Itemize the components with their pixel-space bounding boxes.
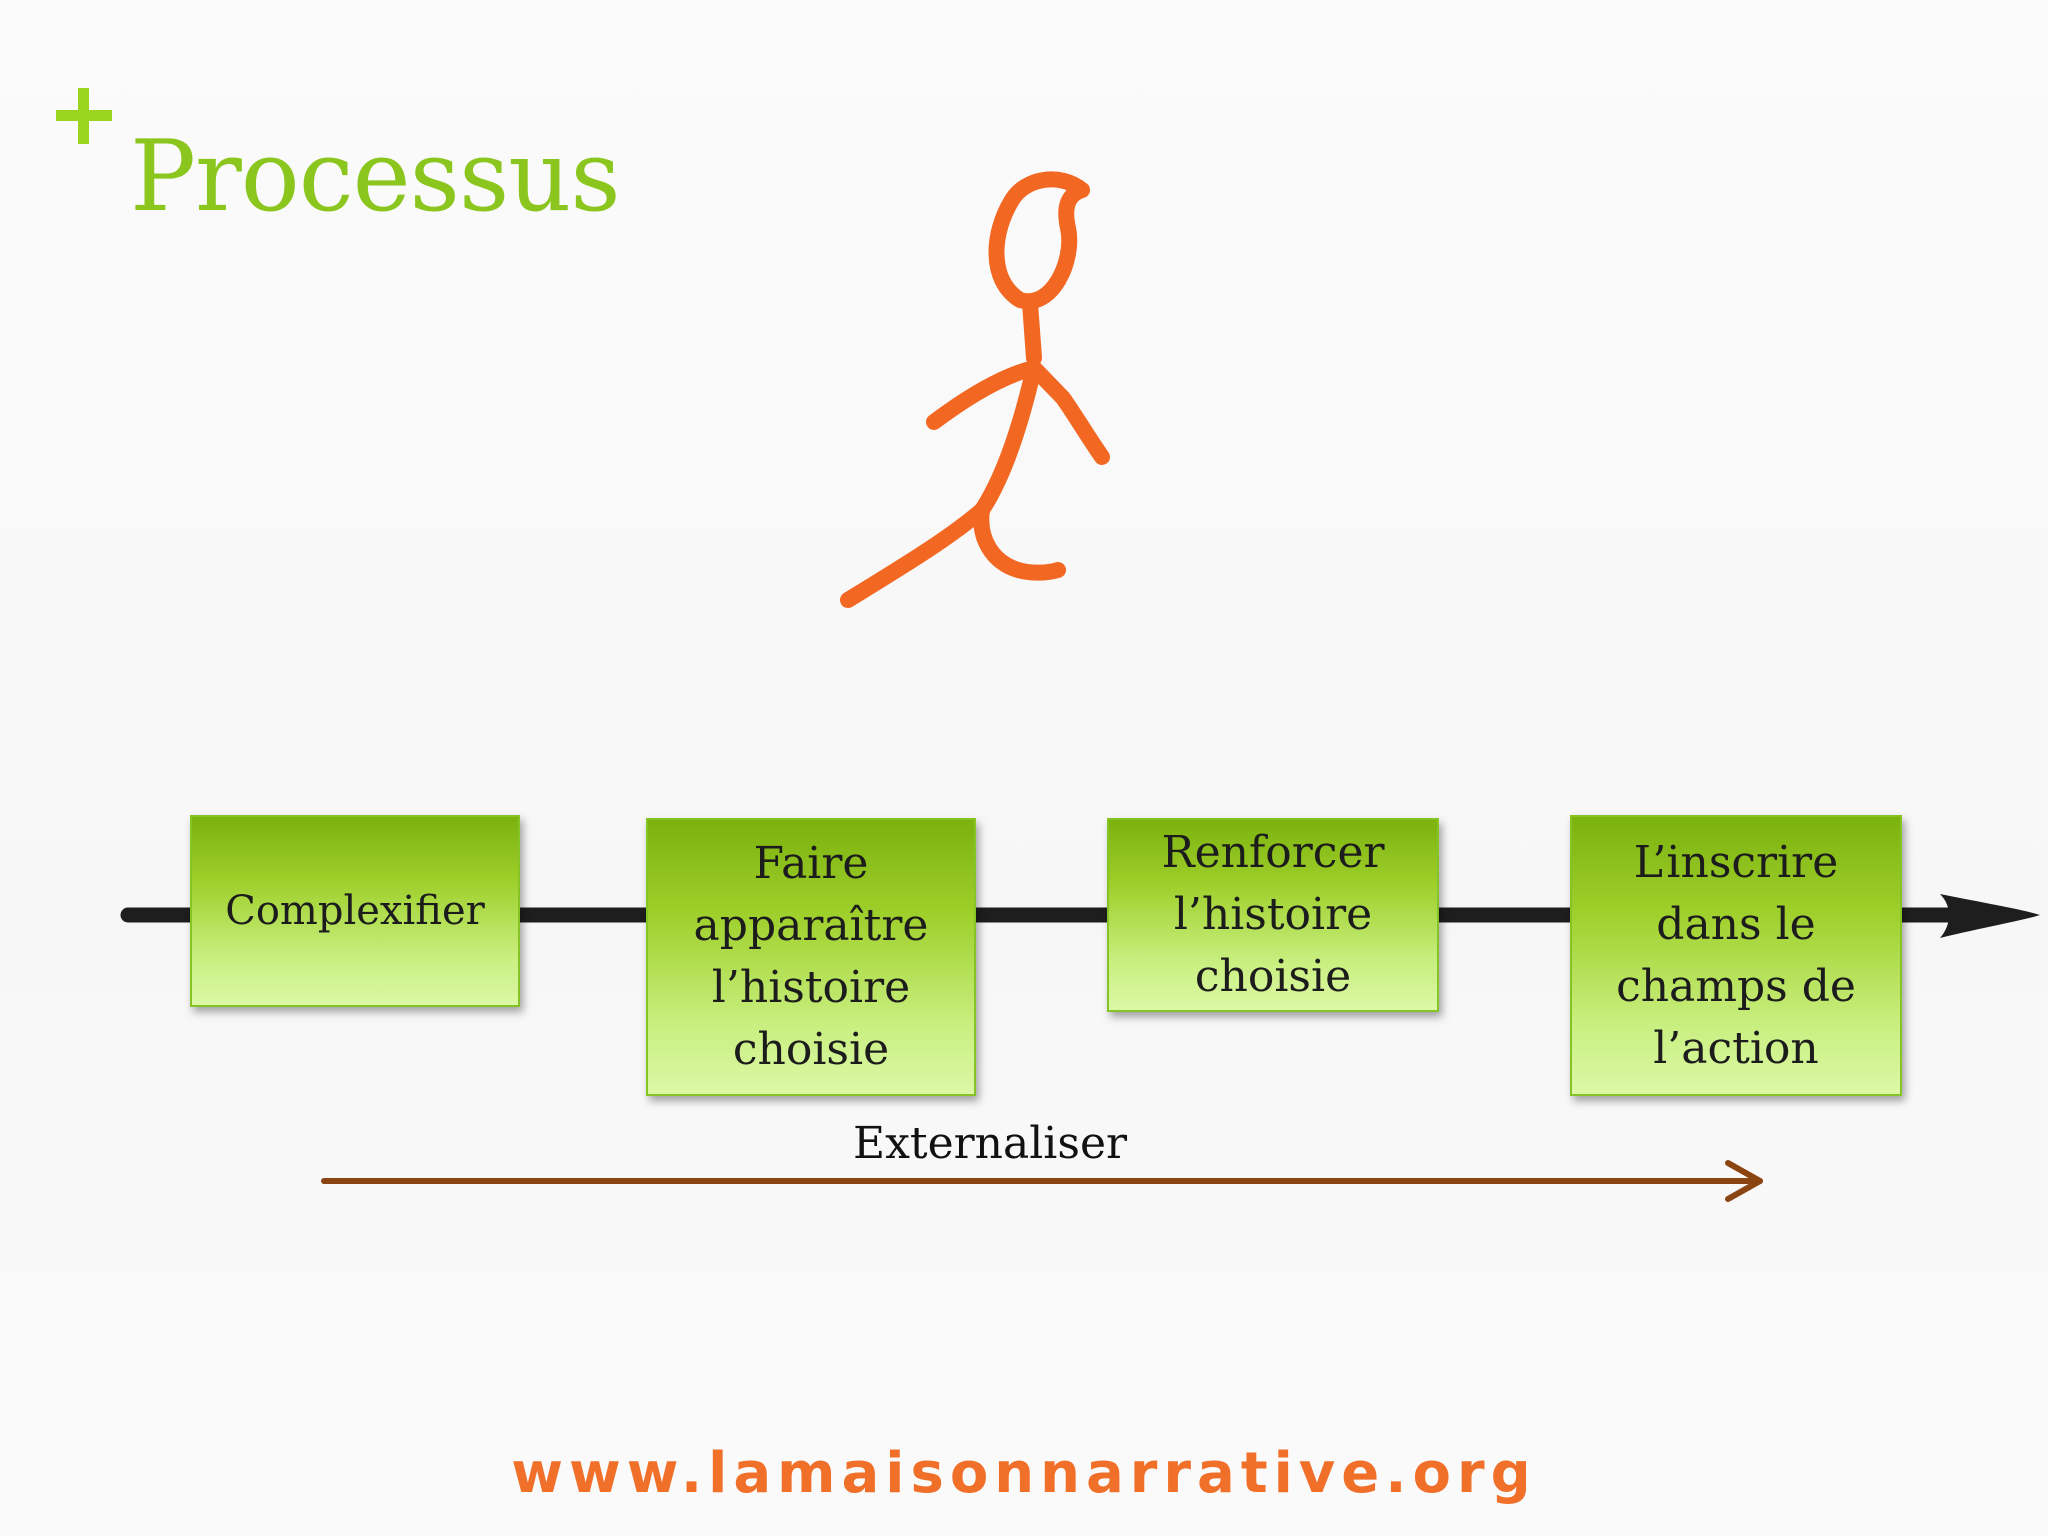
- slide-title: Processus: [130, 128, 620, 226]
- plus-icon: [56, 88, 112, 144]
- step-box-complexifier: Complexifier: [190, 815, 520, 1007]
- step-box-inscrire: L’inscrire dans le champs de l’action: [1570, 815, 1902, 1096]
- walking-person-icon: [820, 160, 1120, 630]
- externalize-arrow: [320, 1155, 1770, 1205]
- step-label: Complexifier: [215, 880, 495, 942]
- footer-website-url: www.lamaisonnarrative.org: [0, 1440, 2048, 1507]
- step-box-renforcer: Renforcer l’histoire choisie: [1107, 818, 1439, 1012]
- step-box-faire-apparaitre: Faire apparaître l’histoire choisie: [646, 818, 976, 1096]
- step-label: L’inscrire dans le champs de l’action: [1606, 832, 1866, 1080]
- step-label: Faire apparaître l’histoire choisie: [684, 833, 939, 1081]
- step-label: Renforcer l’histoire choisie: [1151, 822, 1394, 1008]
